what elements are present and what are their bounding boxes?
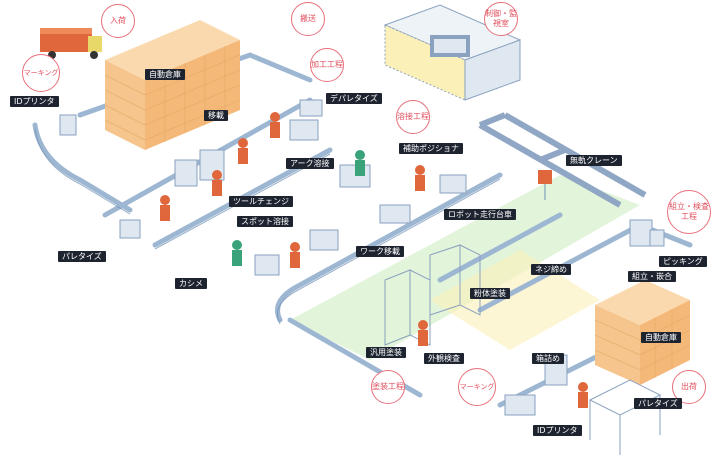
label-palletize-bottom: パレタイズ (634, 398, 682, 409)
label-arc: アーク溶接 (286, 158, 334, 169)
label-funtai: 粉体塗装 (470, 288, 510, 299)
label-gaikan: 外観検査 (424, 353, 464, 364)
storage-rack-top (104, 20, 241, 150)
shipping-cage (588, 379, 662, 455)
crane-hoist (538, 170, 552, 184)
callout-kako: 加工工程 (310, 48, 344, 82)
label-id-printer-top: IDプリンタ (10, 96, 59, 107)
label-spot: スポット溶接 (237, 216, 293, 227)
callout-shukka: 出荷 (672, 370, 706, 404)
callout-yosetsu: 溶接工程 (396, 100, 430, 134)
label-tool-change: ツールチェンジ (229, 196, 293, 207)
label-hakozume: 箱詰め (532, 353, 564, 364)
robot-arms (160, 112, 588, 408)
callout-nyuka: 入荷 (101, 4, 135, 38)
label-mujin-crane: 無軌クレーン (566, 155, 622, 166)
label-jido-soko-top: 自動倉庫 (145, 69, 185, 80)
label-hanyo-tosou: 汎用塗装 (366, 347, 406, 358)
label-hojo-positioner: 補助ポジショナ (399, 143, 463, 154)
label-robot-daisha: ロボット走行台車 (444, 209, 516, 220)
callout-seigyo: 制御・監視室 (484, 2, 518, 36)
label-work-ido: ワーク移載 (356, 246, 404, 257)
label-kashime: カシメ (175, 278, 207, 289)
label-ido: 移載 (204, 110, 228, 121)
green-robot-arms (232, 150, 365, 266)
label-neji: ネジ締め (531, 264, 571, 275)
machines (59, 99, 665, 416)
paint-booths (384, 244, 481, 346)
label-jido-soko-bottom: 自動倉庫 (641, 332, 681, 343)
callout-yuso: 搬送 (291, 2, 325, 36)
label-palletize-left: パレタイズ (58, 251, 106, 262)
callout-marking-bottom: マーキング (458, 368, 496, 406)
label-picking: ピッキング (659, 256, 707, 267)
callout-tosou: 塗装工程 (371, 370, 405, 404)
shipping-zone (430, 250, 600, 350)
label-depalletize: デパレタイズ (326, 93, 382, 104)
label-id-printer-bottom: IDプリンタ (533, 425, 582, 436)
callout-marking-top: マーキング (22, 54, 60, 92)
control-room (383, 4, 522, 101)
label-kumitate-kaso: 組立・嵌合 (628, 271, 676, 282)
delivery-truck (40, 28, 102, 59)
callout-kumitate: 組立・検査工程 (667, 190, 711, 234)
